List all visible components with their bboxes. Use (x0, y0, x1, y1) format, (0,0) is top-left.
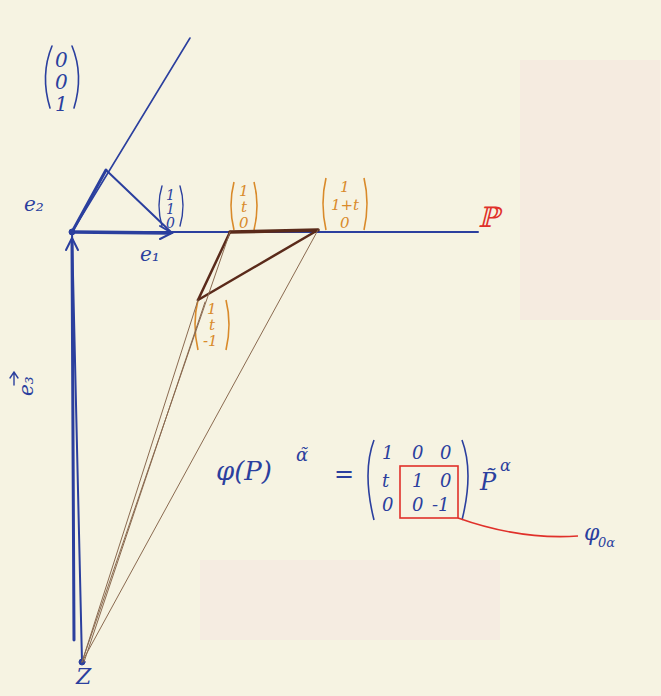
math-label: 1 (207, 302, 217, 317)
math-label: 0 (412, 444, 423, 462)
math-label: Z (76, 666, 91, 688)
math-label: -1 (203, 334, 218, 349)
math-label: 0 (166, 216, 175, 230)
orange-brackets (195, 178, 367, 350)
math-label: 0 (440, 472, 451, 490)
math-label: 0 (440, 444, 451, 462)
math-label: 0 (55, 72, 68, 92)
axes (10, 38, 478, 665)
math-label: 1 (382, 444, 393, 462)
math-label: 1 (340, 180, 350, 195)
math-label: e₃ (16, 376, 36, 396)
math-label: 1 (166, 202, 175, 216)
paper-smudge (200, 560, 500, 640)
math-label: P̃ (480, 470, 496, 494)
math-label: 0 (239, 216, 249, 231)
math-label: -1 (432, 496, 450, 514)
math-label: 0 (340, 216, 350, 231)
math-label: 1 (412, 472, 423, 490)
math-label: α (500, 458, 511, 474)
matrix (368, 440, 578, 537)
math-label: φ (584, 522, 599, 544)
math-label: 0 (55, 50, 68, 70)
math-label: 1 (55, 94, 68, 114)
math-label: 0α (598, 536, 615, 549)
math-label: 0 (382, 496, 393, 514)
math-label: e₂ (24, 194, 44, 214)
math-label: 1+t (331, 198, 359, 213)
triangle (82, 230, 318, 662)
math-label: t (241, 200, 247, 215)
math-label: 1 (166, 188, 175, 202)
math-label: 1 (239, 184, 249, 199)
math-label: t (382, 472, 389, 490)
paper-smudge (520, 60, 660, 320)
math-label: t (209, 318, 215, 333)
math-label: ℙ (478, 204, 499, 232)
math-label: φ(P) (216, 458, 272, 484)
math-label: 0 (412, 496, 423, 514)
math-label: = (334, 462, 354, 486)
math-label: α̃ (296, 446, 308, 464)
math-label: e₁ (140, 244, 160, 264)
